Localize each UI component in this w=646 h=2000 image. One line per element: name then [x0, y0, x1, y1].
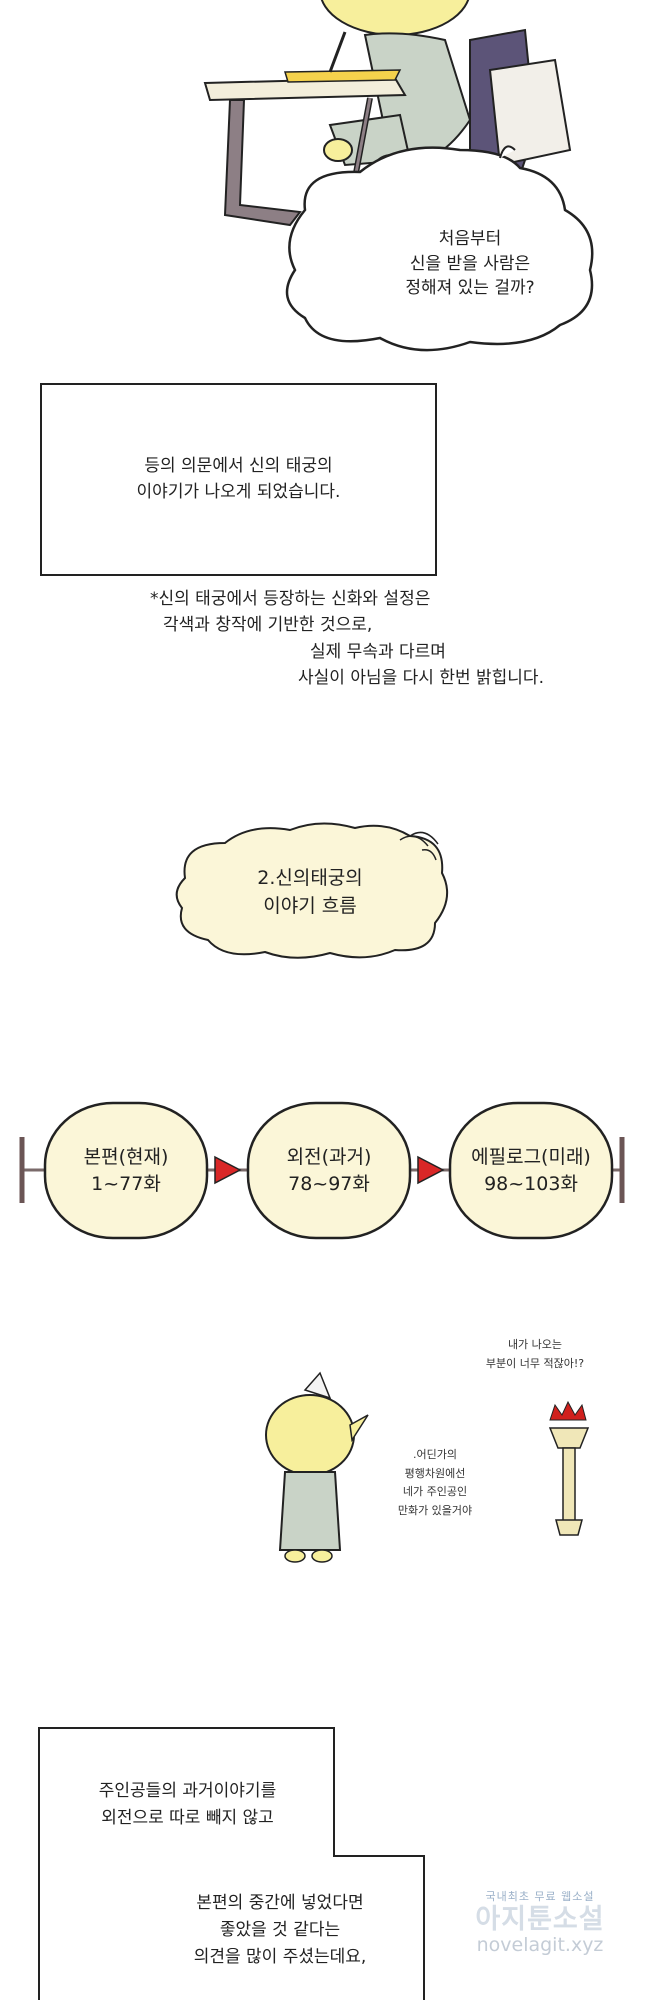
timeline-node-main: 본편(현재) 1~77화 — [45, 1103, 207, 1238]
dialogue-line: 평행차원에선 — [404, 1466, 466, 1480]
watermark-url: novelagit.xyz — [476, 1934, 604, 1957]
node-title: 외전(과거) — [286, 1145, 372, 1168]
section-title-line: 이야기 흐름 — [263, 894, 357, 917]
narration-box-1: 등의 의문에서 신의 태궁의 이야기가 나오게 되었습니다. — [40, 383, 437, 576]
narration-line: 의견을 많이 주셨는데요, — [193, 1947, 367, 1968]
speech-line: 신을 받을 사람은 — [409, 253, 531, 274]
timeline-node-shape — [43, 1101, 209, 1240]
narration-line: 외전으로 따로 빼지 않고 — [101, 1808, 274, 1829]
watermark: 국내최초 무료 웹소설 아지툰소설 novelagit.xyz — [440, 1888, 640, 1956]
character-dialogue: .어딘가의 평행차원에선 네가 주인공인 만화가 있을거야 — [370, 1446, 500, 1521]
timeline-diagram — [19, 1101, 625, 1240]
node-range: 1~77화 — [91, 1172, 161, 1195]
disclaimer-line: 각색과 창작에 기반한 것으로, — [163, 615, 373, 636]
disclaimer-line: 실제 무속과 다르며 — [310, 641, 446, 662]
speech-bubble-top: 처음부터 신을 받을 사람은 정해져 있는 걸까? — [370, 227, 570, 301]
watermark-tagline: 국내최초 무료 웹소설 — [485, 1890, 595, 1903]
section-title-line: 2.신의태궁의 — [257, 867, 363, 889]
sidekick-dialogue: 내가 나오는 부분이 너무 적잖아!? — [455, 1336, 615, 1373]
timeline-arrow-icon — [214, 1155, 242, 1185]
narration-box-2-upper: 주인공들의 과거이야기를 외전으로 따로 빼지 않고 — [45, 1778, 330, 1832]
narration-line: 좋았을 것 같다는 — [219, 1920, 341, 1941]
dialogue-line: 부분이 너무 적잖아!? — [485, 1356, 585, 1370]
narration-line: 이야기가 나오게 되었습니다. — [136, 481, 341, 502]
dialogue-line: .어딘가의 — [413, 1448, 457, 1461]
narration-line: 등의 의문에서 신의 태궁의 — [144, 456, 333, 476]
dialogue-line: 만화가 있을거야 — [397, 1504, 473, 1518]
disclaimer-line: 사실이 아님을 다시 한번 밝힙니다. — [298, 668, 544, 689]
speech-line: 처음부터 — [438, 229, 502, 249]
timeline-node-shape — [448, 1101, 614, 1240]
section-title-cloud — [175, 822, 449, 959]
character-scene — [265, 1371, 590, 1563]
disclaimer-text: *신의 태궁에서 등장하는 신화와 설정은 각색과 창작에 기반한 것으로, 실… — [0, 586, 646, 691]
narration-box-2-lower: 본편의 중간에 넣었다면 좋았을 것 같다는 의견을 많이 주셨는데요, — [140, 1890, 420, 1972]
top-panel-illustration — [203, 0, 594, 352]
node-range: 98~103화 — [484, 1172, 578, 1195]
dialogue-line: 내가 나오는 — [507, 1338, 563, 1351]
timeline-arrow-icon — [417, 1155, 445, 1185]
narration-line: 본편의 중간에 넣었다면 — [196, 1893, 364, 1913]
watermark-brand: 아지툰소설 — [475, 1904, 605, 1935]
character-head — [265, 1394, 355, 1476]
section-title: 2.신의태궁의 이야기 흐름 — [210, 865, 410, 920]
crown-icon — [549, 1400, 587, 1421]
speech-line: 정해져 있는 걸까? — [405, 278, 535, 299]
timeline-node-shape — [246, 1101, 412, 1240]
timeline-node-side: 외전(과거) 78~97화 — [248, 1103, 410, 1238]
narration-line: 주인공들의 과거이야기를 — [98, 1781, 277, 1801]
node-range: 78~97화 — [288, 1172, 370, 1195]
node-title: 본편(현재) — [83, 1145, 169, 1168]
disclaimer-line: *신의 태궁에서 등장하는 신화와 설정은 — [150, 589, 431, 609]
node-title: 에필로그(미래) — [471, 1145, 591, 1168]
dialogue-line: 네가 주인공인 — [402, 1485, 468, 1499]
narration-box-2-frame — [38, 1727, 425, 2000]
timeline-node-epilogue: 에필로그(미래) 98~103화 — [450, 1103, 612, 1238]
